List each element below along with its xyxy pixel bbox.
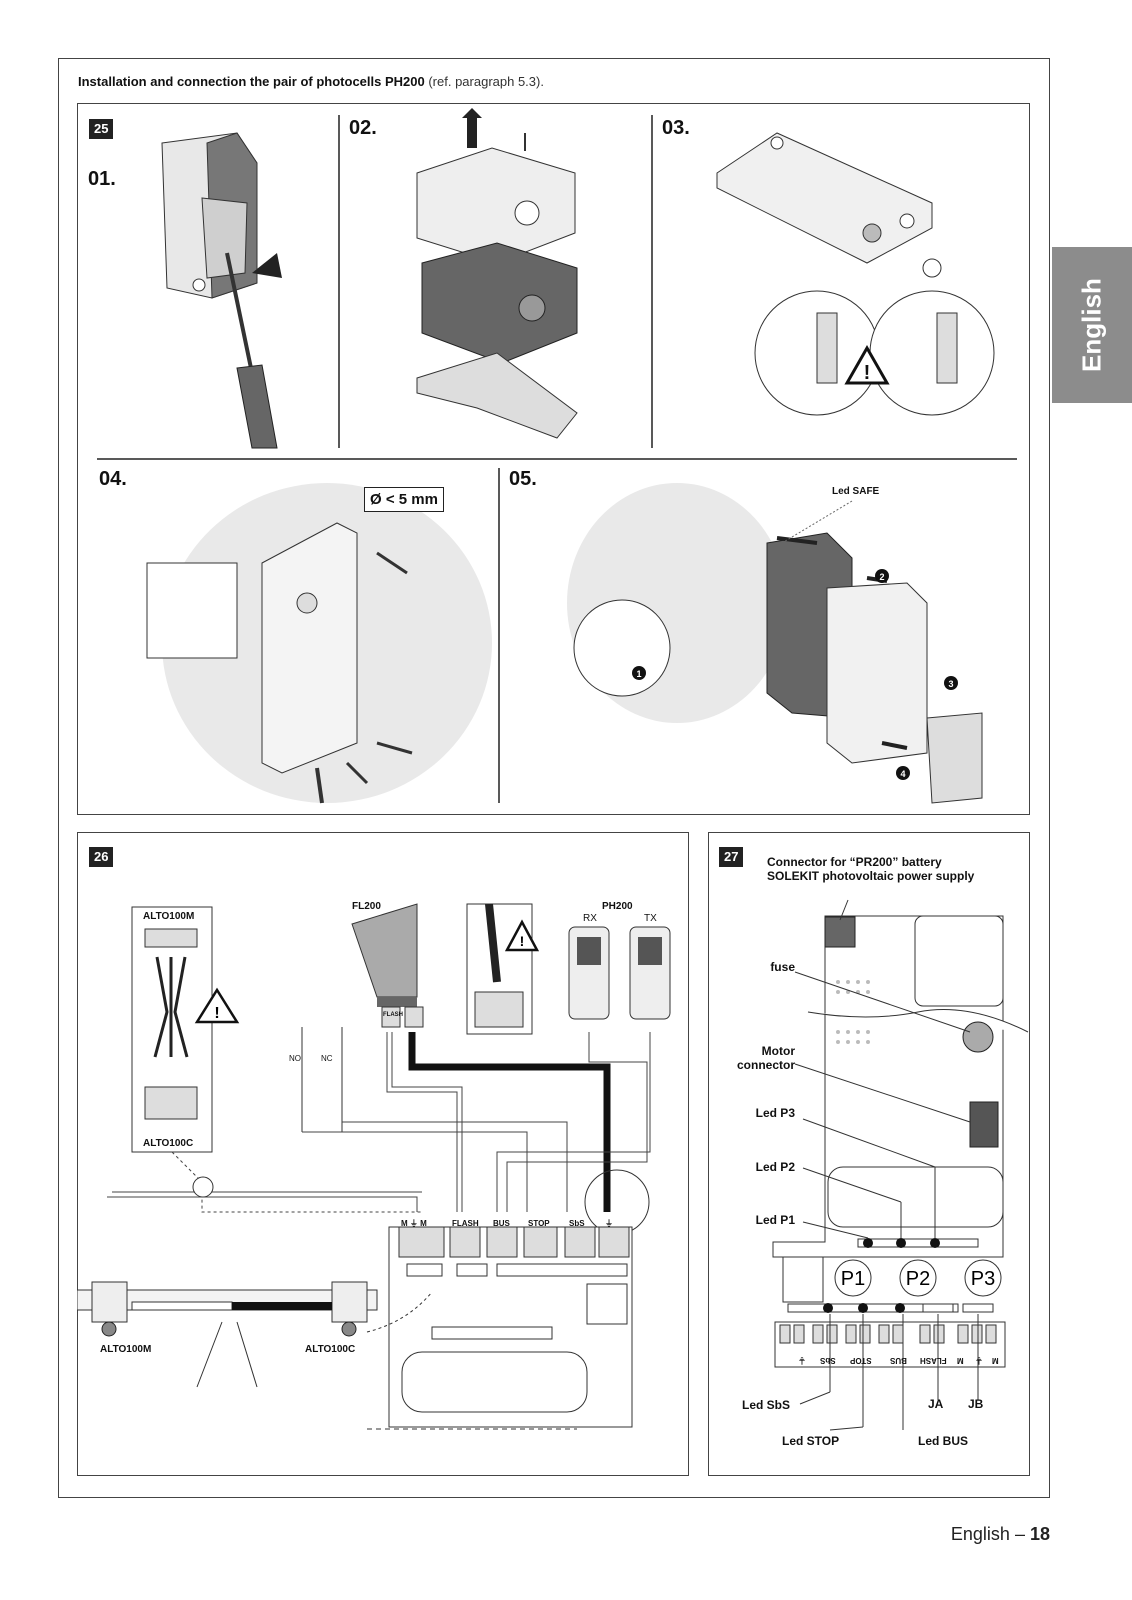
terminal-sbs: SbS — [569, 1219, 585, 1228]
photocell-exploded-drawing — [416, 108, 578, 439]
led-p1-label: Led P1 — [755, 1213, 795, 1227]
tx-label: TX — [644, 913, 657, 924]
callout-1: 1 — [636, 669, 641, 679]
connector-title: Connector for “PR200” battery SOLEKIT ph… — [767, 855, 975, 883]
board-terminal-ground: ⏚ — [798, 1356, 806, 1365]
fl200-label: FL200 — [352, 901, 381, 912]
led-stop-label: Led STOP — [782, 1434, 840, 1448]
motor-connector-label: Motor connector — [736, 1044, 795, 1072]
fig25-illustrations: ! 1 2 3 4 — [97, 108, 1017, 804]
fig27-box — [708, 832, 1030, 1476]
drill-size-label: Ø < 5 mm — [364, 487, 444, 512]
step-01: 01. — [88, 168, 116, 190]
fig27-number: 27 — [719, 847, 744, 867]
language-tab: English — [1052, 247, 1132, 403]
terminal-m-gnd-m: M ⏚ M — [401, 1219, 427, 1228]
svg-text:!: ! — [520, 933, 525, 949]
flash-small-label: FLASH — [383, 1012, 403, 1018]
page-footer: English – 18 — [951, 1524, 1050, 1545]
fig26-number: 26 — [89, 847, 114, 867]
terminal-ground: ⏚ — [605, 1219, 613, 1228]
photocell-base-drawing: ! — [716, 132, 995, 416]
callout-3: 3 — [948, 679, 953, 689]
board-terminal-bus: BUS — [890, 1356, 907, 1365]
board-terminal-sbs: SbS — [820, 1356, 836, 1365]
ph200-label: PH200 — [602, 901, 633, 912]
wall-mount-drawing — [146, 483, 492, 804]
drill-size-text: Ø < 5 mm — [370, 491, 438, 508]
button-p3: P3 — [971, 1268, 995, 1290]
led-p2-label: Led P2 — [755, 1160, 795, 1174]
board-terminal-m1: M — [957, 1356, 964, 1365]
fig26-wiring-diagram: ! ! — [77, 903, 671, 1430]
fig26-box — [77, 832, 689, 1476]
button-p1: P1 — [841, 1268, 865, 1290]
led-sbs-label: Led SbS — [742, 1398, 791, 1412]
fig25-box — [77, 103, 1030, 815]
alto100c-box-label: ALTO100C — [143, 1138, 194, 1149]
board-terminal-ground2: ⏚ — [975, 1356, 983, 1365]
callout-2: 2 — [879, 572, 884, 582]
fig25-number: 25 — [89, 119, 114, 139]
page-heading: Installation and connection the pair of … — [78, 74, 544, 89]
rx-label: RX — [583, 913, 597, 924]
alto100m-box-label: ALTO100M — [143, 911, 195, 922]
terminal-bus: BUS — [493, 1219, 510, 1228]
fig27-board-diagram: P1 P2 P3 — [772, 899, 1029, 1431]
fuse-label: fuse — [770, 960, 795, 974]
language-tab-label: English — [1076, 278, 1107, 372]
photocell-open-drawing — [161, 132, 282, 449]
terminal-flash: FLASH — [452, 1219, 479, 1228]
alto100c-bottom-label: ALTO100C — [305, 1344, 356, 1355]
heading-bold: Installation and connection the pair of … — [78, 74, 425, 89]
step-03: 03. — [662, 117, 690, 139]
terminal-stop: STOP — [528, 1219, 550, 1228]
heading-ref: (ref. paragraph 5.3). — [428, 74, 544, 89]
figure-25-frame — [58, 58, 1050, 1498]
step-04: 04. — [99, 468, 127, 490]
step-05: 05. — [509, 468, 537, 490]
button-p2: P2 — [906, 1268, 930, 1290]
footer-text: English – — [950, 1524, 1030, 1544]
led-safe-label: Led SAFE — [832, 486, 880, 497]
jb-label: JB — [968, 1397, 984, 1411]
page-number: 18 — [1029, 1524, 1050, 1544]
led-p3-label: Led P3 — [755, 1106, 795, 1120]
board-terminal-flash: FLASH — [920, 1356, 947, 1365]
no-label: NO — [289, 1054, 301, 1063]
ja-label: JA — [928, 1397, 944, 1411]
svg-text:!: ! — [214, 1005, 219, 1022]
svg-text:!: ! — [864, 362, 871, 384]
alto100m-bottom-label: ALTO100M — [100, 1344, 152, 1355]
board-terminal-m2: M — [992, 1356, 999, 1365]
step-02: 02. — [349, 117, 377, 139]
photocell-assembly-drawing: 1 2 3 4 — [567, 483, 983, 804]
board-terminal-stop: STOP — [850, 1356, 872, 1365]
nc-label: NC — [321, 1054, 333, 1063]
callout-4: 4 — [900, 769, 905, 779]
led-bus-label: Led BUS — [918, 1434, 969, 1448]
